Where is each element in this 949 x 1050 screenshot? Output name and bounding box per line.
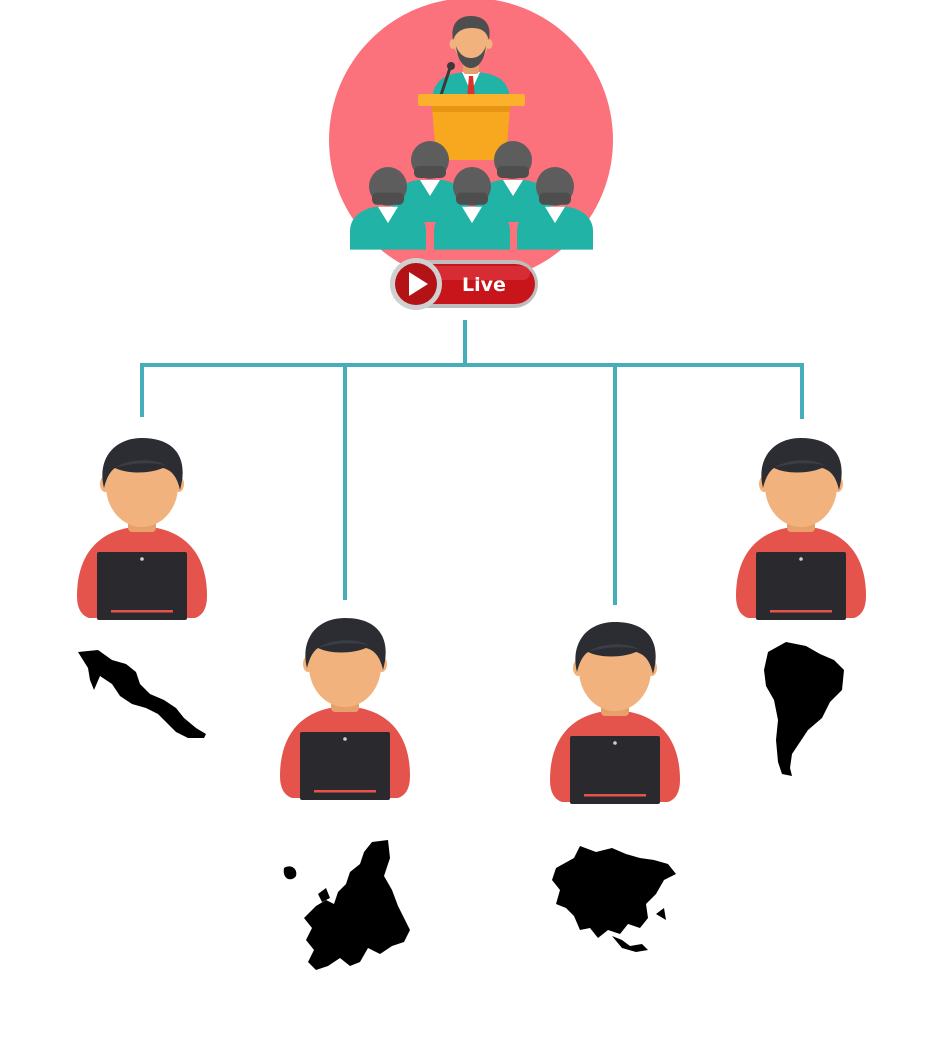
viewer-4 bbox=[736, 438, 866, 620]
viewer-1 bbox=[77, 438, 207, 620]
mexico-map-icon bbox=[78, 650, 206, 738]
europe-map-icon bbox=[283, 840, 410, 970]
play-icon bbox=[409, 272, 428, 296]
viewer-person-icon bbox=[550, 622, 680, 804]
viewer-person-icon bbox=[280, 618, 410, 800]
south-america-map-icon bbox=[764, 642, 844, 776]
viewer-2 bbox=[280, 618, 410, 800]
podium bbox=[418, 94, 525, 160]
viewer-person-icon bbox=[736, 438, 866, 620]
asia-map-icon bbox=[552, 846, 676, 952]
connector-tree bbox=[140, 320, 804, 605]
audience-front-row bbox=[350, 167, 593, 250]
live-badge[interactable]: Live bbox=[390, 258, 538, 310]
presenter-group bbox=[329, 0, 613, 282]
live-label: Live bbox=[462, 274, 506, 296]
viewer-person-icon bbox=[77, 438, 207, 620]
viewer-3 bbox=[550, 622, 680, 804]
